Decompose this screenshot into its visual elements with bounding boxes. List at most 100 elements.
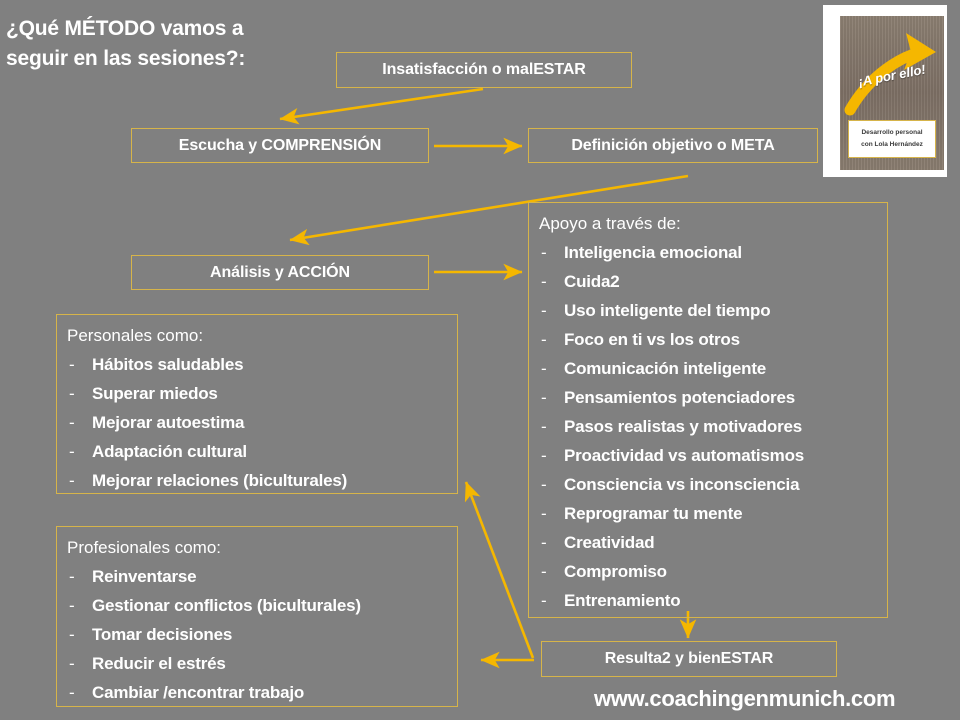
list-item-marker: - — [69, 654, 75, 673]
list-item: -Pensamientos potenciadores — [539, 383, 887, 412]
list-item: -Inteligencia emocional — [539, 238, 887, 267]
list-item: -Cuida2 — [539, 267, 887, 296]
flow-box-analisis-label: Análisis y ACCIÓN — [210, 263, 350, 281]
list-item-marker: - — [541, 417, 547, 436]
page-title-line1: ¿Qué MÉTODO vamos a — [6, 17, 244, 40]
list-item: -Tomar decisiones — [67, 620, 457, 649]
list-item-marker: - — [69, 355, 75, 374]
list-item: -Uso inteligente del tiempo — [539, 296, 887, 325]
list-item: -Reducir el estrés — [67, 649, 457, 678]
list-item: -Compromiso — [539, 557, 887, 586]
list-item: -Entrenamiento — [539, 586, 887, 615]
flow-box-definicion[interactable]: Definición objetivo o META — [528, 128, 818, 163]
list-item-marker: - — [69, 471, 75, 490]
flow-box-insatisfaccion-label: Insatisfacción o malESTAR — [382, 61, 586, 78]
list-item-label: Gestionar conflictos (biculturales) — [92, 596, 361, 615]
list-item: -Pasos realistas y motivadores — [539, 412, 887, 441]
apoyo-box: Apoyo a través de: -Inteligencia emocion… — [528, 202, 888, 618]
list-item-marker: - — [541, 446, 547, 465]
personales-box-heading: Personales como: — [67, 326, 204, 345]
flow-box-analisis[interactable]: Análisis y ACCIÓN — [131, 255, 429, 290]
list-item-marker: - — [69, 442, 75, 461]
list-item: -Mejorar relaciones (biculturales) — [67, 466, 457, 495]
flow-box-escucha-label: Escucha y COMPRENSIÓN — [178, 136, 382, 154]
list-item: -Proactividad vs automatismos — [539, 441, 887, 470]
logo-image: ¡A por ello! Desarrollo personal con Lol… — [840, 16, 944, 170]
list-item-label: Comunicación inteligente — [564, 359, 767, 378]
list-item-label: Mejorar relaciones (biculturales) — [92, 471, 348, 490]
list-item: -Creatividad — [539, 528, 887, 557]
flow-box-escucha[interactable]: Escucha y COMPRENSIÓN — [131, 128, 429, 163]
list-item-label: Entrenamiento — [564, 591, 681, 610]
logo-caption: Desarrollo personal con Lola Hernández — [848, 120, 936, 158]
list-item-marker: - — [541, 591, 547, 610]
list-item-marker: - — [541, 330, 547, 349]
personales-box-list: -Hábitos saludables-Superar miedos-Mejor… — [67, 350, 457, 495]
list-item-label: Reprogramar tu mente — [564, 504, 743, 523]
flow-box-resulta2-label: Resulta2 y bienESTAR — [604, 650, 774, 667]
list-item-marker: - — [541, 272, 547, 291]
list-item: -Hábitos saludables — [67, 350, 457, 379]
list-item-marker: - — [69, 567, 75, 586]
list-item-marker: - — [541, 562, 547, 581]
list-item: -Reinventarse — [67, 562, 457, 591]
curved-arrow-icon — [844, 33, 936, 116]
list-item-marker: - — [541, 359, 547, 378]
flow-box-definicion-label: Definición objetivo o META — [571, 136, 775, 154]
list-item: -Superar miedos — [67, 379, 457, 408]
flow-box-resulta2[interactable]: Resulta2 y bienESTAR — [541, 641, 837, 677]
list-item-marker: - — [541, 388, 547, 407]
list-item: -Foco en ti vs los otros — [539, 325, 887, 354]
list-item-label: Adaptación cultural — [92, 442, 247, 461]
website-url[interactable]: www.coachingenmunich.com — [594, 686, 896, 711]
list-item-label: Inteligencia emocional — [564, 243, 742, 262]
list-item: -Consciencia vs inconsciencia — [539, 470, 887, 499]
list-item-marker: - — [69, 625, 75, 644]
list-item-marker: - — [541, 475, 547, 494]
list-item: -Adaptación cultural — [67, 437, 457, 466]
list-item-marker: - — [69, 384, 75, 403]
list-item-label: Uso inteligente del tiempo — [564, 301, 771, 320]
flow-box-insatisfaccion[interactable]: Insatisfacción o malESTAR — [336, 52, 632, 88]
logo-caption-line1: Desarrollo personal — [861, 129, 923, 136]
list-item-label: Reducir el estrés — [92, 654, 226, 673]
apoyo-box-list: -Inteligencia emocional-Cuida2-Uso intel… — [539, 238, 887, 615]
list-item-label: Foco en ti vs los otros — [564, 330, 740, 349]
list-item-marker: - — [541, 504, 547, 523]
arrow-resulta2-to-personales — [464, 481, 535, 659]
list-item-label: Pasos realistas y motivadores — [564, 417, 802, 436]
list-item-label: Proactividad vs automatismos — [564, 446, 805, 465]
list-item-label: Reinventarse — [92, 567, 197, 586]
list-item-label: Superar miedos — [92, 384, 218, 403]
list-item-marker: - — [69, 596, 75, 615]
page-title: ¿Qué MÉTODO vamos a seguir en las sesion… — [6, 14, 336, 74]
list-item-marker: - — [541, 301, 547, 320]
list-item: -Gestionar conflictos (biculturales) — [67, 591, 457, 620]
list-item: -Cambiar /encontrar trabajo — [67, 678, 457, 707]
list-item-label: Consciencia vs inconsciencia — [564, 475, 800, 494]
list-item: -Comunicación inteligente — [539, 354, 887, 383]
list-item: -Reprogramar tu mente — [539, 499, 887, 528]
arrow-insatisfaccion-to-escucha — [279, 87, 484, 125]
list-item-label: Pensamientos potenciadores — [564, 388, 795, 407]
list-item-label: Mejorar autoestima — [92, 413, 245, 432]
list-item-label: Creatividad — [564, 533, 655, 552]
profesionales-box-list: -Reinventarse-Gestionar conflictos (bicu… — [67, 562, 457, 707]
list-item-label: Compromiso — [564, 562, 667, 581]
list-item-marker: - — [541, 243, 547, 262]
list-item-label: Tomar decisiones — [92, 625, 233, 644]
logo-caption-line2: con Lola Hernández — [861, 141, 923, 148]
apoyo-box-heading: Apoyo a través de: — [539, 214, 681, 233]
list-item-marker: - — [69, 413, 75, 432]
page-title-line2: seguir en las sesiones?: — [6, 47, 246, 70]
list-item-label: Cambiar /encontrar trabajo — [92, 683, 305, 702]
list-item-marker: - — [69, 683, 75, 702]
profesionales-box: Profesionales como: -Reinventarse-Gestio… — [56, 526, 458, 707]
list-item: -Mejorar autoestima — [67, 408, 457, 437]
list-item-label: Cuida2 — [564, 272, 620, 291]
profesionales-box-heading: Profesionales como: — [67, 538, 222, 557]
personales-box: Personales como: -Hábitos saludables-Sup… — [56, 314, 458, 494]
logo: ¡A por ello! Desarrollo personal con Lol… — [823, 5, 947, 177]
list-item-label: Hábitos saludables — [92, 355, 244, 374]
